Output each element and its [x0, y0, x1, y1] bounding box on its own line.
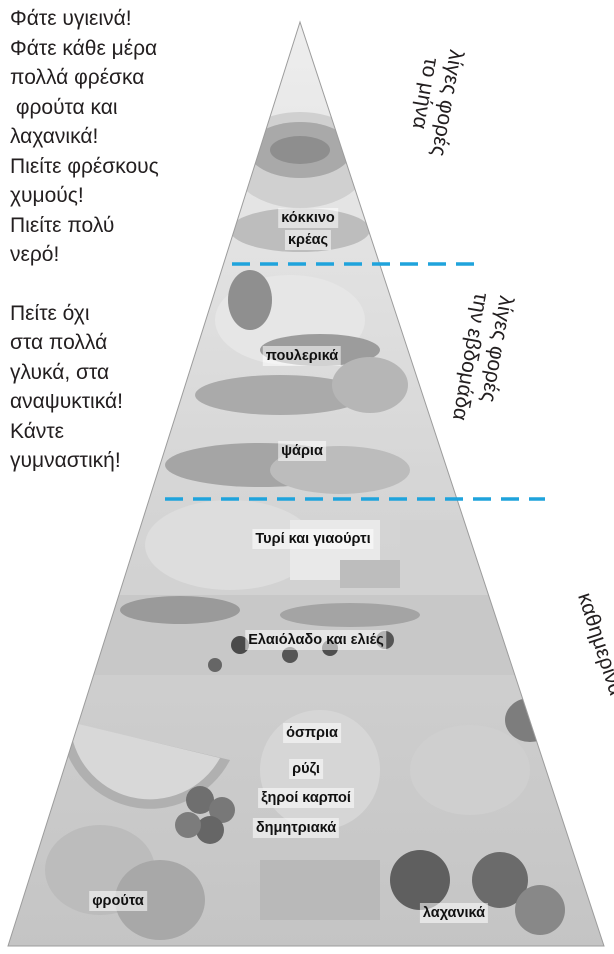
- label-poultry: πουλερικά: [263, 346, 341, 366]
- label-nuts: ξηροί καρποί: [258, 788, 354, 808]
- label-red-meat-2: κρέας: [285, 230, 331, 250]
- label-cheese-yogurt: Τυρί και γιαούρτι: [252, 529, 373, 549]
- label-legumes: όσπρια: [283, 723, 341, 743]
- label-fruits: φρούτα: [89, 891, 147, 911]
- label-rice: ρύζι: [289, 759, 323, 779]
- label-red-meat-1: κόκκινο: [278, 208, 338, 228]
- label-cereals: δημητριακά: [253, 818, 339, 838]
- label-vegetables: λαχανικά: [420, 903, 488, 923]
- label-fish: ψάρια: [278, 441, 326, 461]
- label-olive-oil: Ελαιόλαδο και ελιές: [245, 630, 386, 650]
